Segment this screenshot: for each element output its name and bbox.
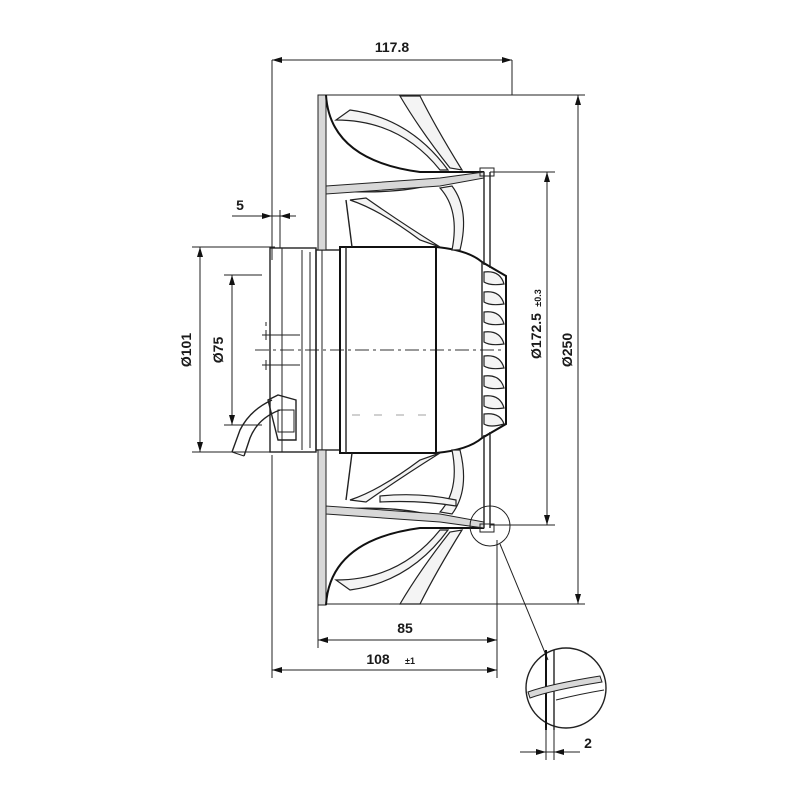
cable-gland: [231, 394, 297, 457]
dim-101-label: Ø101: [178, 333, 194, 367]
dimension-offset-5: 5: [232, 197, 296, 248]
dim-108-tolerance: ±1: [405, 656, 415, 666]
dim-108-label: 108: [366, 651, 390, 667]
impeller-lower: [317, 432, 495, 606]
dimension-depth-85: 85: [317, 540, 498, 648]
dim-172-5-label: Ø172.5: [528, 313, 544, 359]
dimension-dia-101: Ø101: [178, 246, 275, 453]
dimension-overall-width: 117.8: [271, 39, 513, 260]
dimension-dia-75: Ø75: [210, 274, 262, 426]
rotor-cooling-fins: [435, 245, 507, 455]
dim-2-label: 2: [584, 735, 592, 751]
dim-5-label: 5: [236, 197, 244, 213]
dim-85-label: 85: [397, 620, 413, 636]
impeller-upper: [317, 94, 495, 268]
detail-callout: [469, 505, 549, 661]
dim-117-8-label: 117.8: [375, 39, 409, 55]
dim-172-5-tolerance: ±0.3: [533, 289, 543, 306]
dim-250-label: Ø250: [559, 333, 575, 367]
dimension-depth-108: 108 ±1: [271, 455, 498, 678]
dim-75-label: Ø75: [210, 337, 226, 364]
dimension-dia-250: Ø250: [320, 94, 585, 605]
dimension-dia-172-5: Ø172.5 ±0.3: [490, 171, 555, 526]
detail-view: 2: [520, 647, 607, 760]
